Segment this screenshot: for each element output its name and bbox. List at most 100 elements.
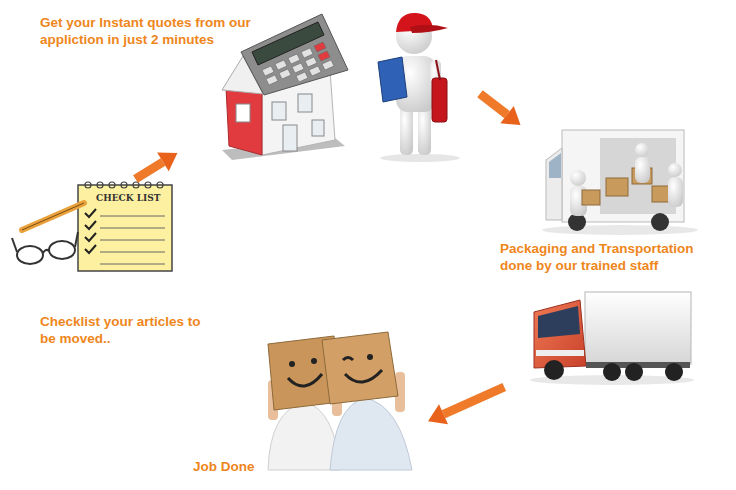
- checklist-notepad-part: [100, 216, 165, 264]
- checklist-notepad-part-part: [97, 182, 103, 188]
- moving-van-part: [606, 178, 628, 196]
- happy-people-part: [311, 358, 317, 364]
- moving-van-part: [651, 213, 669, 231]
- checklist-notepad-part-part: [100, 228, 165, 229]
- house-illustration-part: [272, 102, 286, 120]
- process-step: Job Done: [188, 330, 428, 482]
- happy-people: [268, 332, 412, 470]
- checklist-notepad-part: [12, 232, 78, 264]
- checklist-notepad-part-part: [49, 241, 75, 259]
- house-illustration: [222, 14, 348, 160]
- flow-arrow: [428, 387, 504, 424]
- worker-figure-part: [436, 60, 440, 80]
- house-illustration-part: [298, 94, 312, 112]
- house-illustration-part-part: [301, 48, 313, 58]
- happy-people-part: [345, 370, 382, 382]
- happy-people-part: [343, 358, 353, 361]
- step-label: Get your Instant quotes from our applict…: [40, 14, 252, 48]
- worker-figure-part: [380, 154, 460, 162]
- moving-van-part: [635, 143, 649, 157]
- truck-part: [665, 363, 683, 381]
- checklist-notepad-part-part: [85, 209, 96, 217]
- moving-van: [542, 130, 698, 235]
- checklist-notepad-part-part: [121, 182, 127, 188]
- house-illustration-part-part: [275, 60, 287, 70]
- house-illustration-part: [226, 88, 262, 155]
- moving-van-part: [652, 186, 670, 202]
- checklist-notepad-part-part: [100, 264, 165, 265]
- worker-figure-part: [418, 105, 431, 155]
- arrow-head: [500, 106, 520, 125]
- house-illustration-part: [312, 120, 324, 136]
- checklist-notepad-part-part: [85, 245, 96, 253]
- house-illustration-part: [262, 42, 334, 85]
- moving-van-part: [542, 225, 698, 235]
- happy-people-part: [268, 402, 340, 470]
- truck: [530, 292, 694, 385]
- moving-van-part: [570, 170, 586, 186]
- truck-part: [544, 360, 564, 380]
- house-illustration-part: [241, 14, 348, 95]
- process-step: Get your Instant quotes from our applict…: [35, 5, 480, 153]
- worker-figure-part: [378, 57, 407, 102]
- step-label: Job Done: [193, 458, 313, 475]
- checklist-notepad-part-part: [100, 240, 165, 241]
- worker-figure-part: [410, 25, 448, 33]
- house-illustration-part-part: [314, 42, 326, 52]
- house-illustration-part: [236, 104, 250, 122]
- notepad-heading: CHECK LIST: [96, 193, 160, 203]
- house-illustration-part-part: [296, 72, 308, 82]
- moving-van-part: [546, 148, 562, 220]
- checklist-notepad-part-part: [85, 221, 96, 229]
- moving-van-part: [562, 130, 684, 222]
- house-illustration-part-part: [288, 54, 300, 64]
- moving-van-part: [582, 190, 600, 205]
- arrow-shaft: [444, 387, 505, 414]
- process-step: Packaging and Transportation done by our…: [495, 125, 727, 387]
- flow-arrow: [480, 94, 521, 125]
- checklist-notepad-part: [78, 185, 172, 271]
- house-illustration-part-part: [318, 51, 330, 61]
- house-illustration-part-part: [262, 66, 274, 76]
- happy-people-part: [322, 332, 398, 404]
- moving-van-part: [600, 138, 676, 214]
- checklist-notepad-part-part: [75, 232, 78, 247]
- arrow-head: [157, 153, 177, 172]
- house-illustration-part-part: [266, 75, 278, 85]
- house-illustration-part-part: [292, 63, 304, 73]
- house-illustration-part-part: [279, 69, 291, 79]
- house-illustration-part-part: [322, 60, 334, 70]
- step-label: Checklist your articles to be moved..: [40, 313, 215, 347]
- happy-people-part: [288, 374, 322, 386]
- checklist-notepad-part-part: [133, 182, 139, 188]
- checklist-notepad-part-part: [145, 182, 151, 188]
- truck-part: [538, 306, 580, 338]
- moving-van-part: [668, 163, 682, 177]
- flow-arrow: [135, 153, 177, 179]
- checklist-notepad-part-part: [43, 250, 49, 253]
- worker-figure-part: [400, 105, 413, 155]
- checklist-notepad-part: [85, 209, 96, 253]
- moving-van-part: [635, 157, 650, 183]
- checklist-notepad-part-part: [100, 216, 165, 217]
- checklist-notepad-part: [22, 203, 84, 230]
- happy-people-part: [367, 354, 373, 360]
- arrow-head: [428, 404, 448, 424]
- checklist-notepad-part-part: [17, 246, 43, 264]
- happy-people-part: [289, 361, 295, 367]
- moving-van-part: [549, 153, 561, 178]
- checklist-notepad-part: [22, 203, 84, 230]
- checklist-notepad: [12, 182, 172, 271]
- arrow-shaft: [480, 94, 507, 115]
- process-step: Checklist your articles to be moved..: [12, 179, 245, 351]
- checklist-notepad-part-part: [157, 182, 163, 188]
- worker-figure-part: [432, 78, 447, 122]
- house-illustration-part: [283, 125, 297, 151]
- truck-part: [536, 350, 584, 356]
- checklist-notepad-part-part: [109, 182, 115, 188]
- house-illustration-part-part: [305, 57, 317, 67]
- checklist-notepad-part-part: [12, 238, 17, 252]
- house-illustration-part-part: [309, 66, 321, 76]
- checklist-notepad-part-part: [85, 182, 91, 188]
- moving-van-part: [668, 177, 683, 207]
